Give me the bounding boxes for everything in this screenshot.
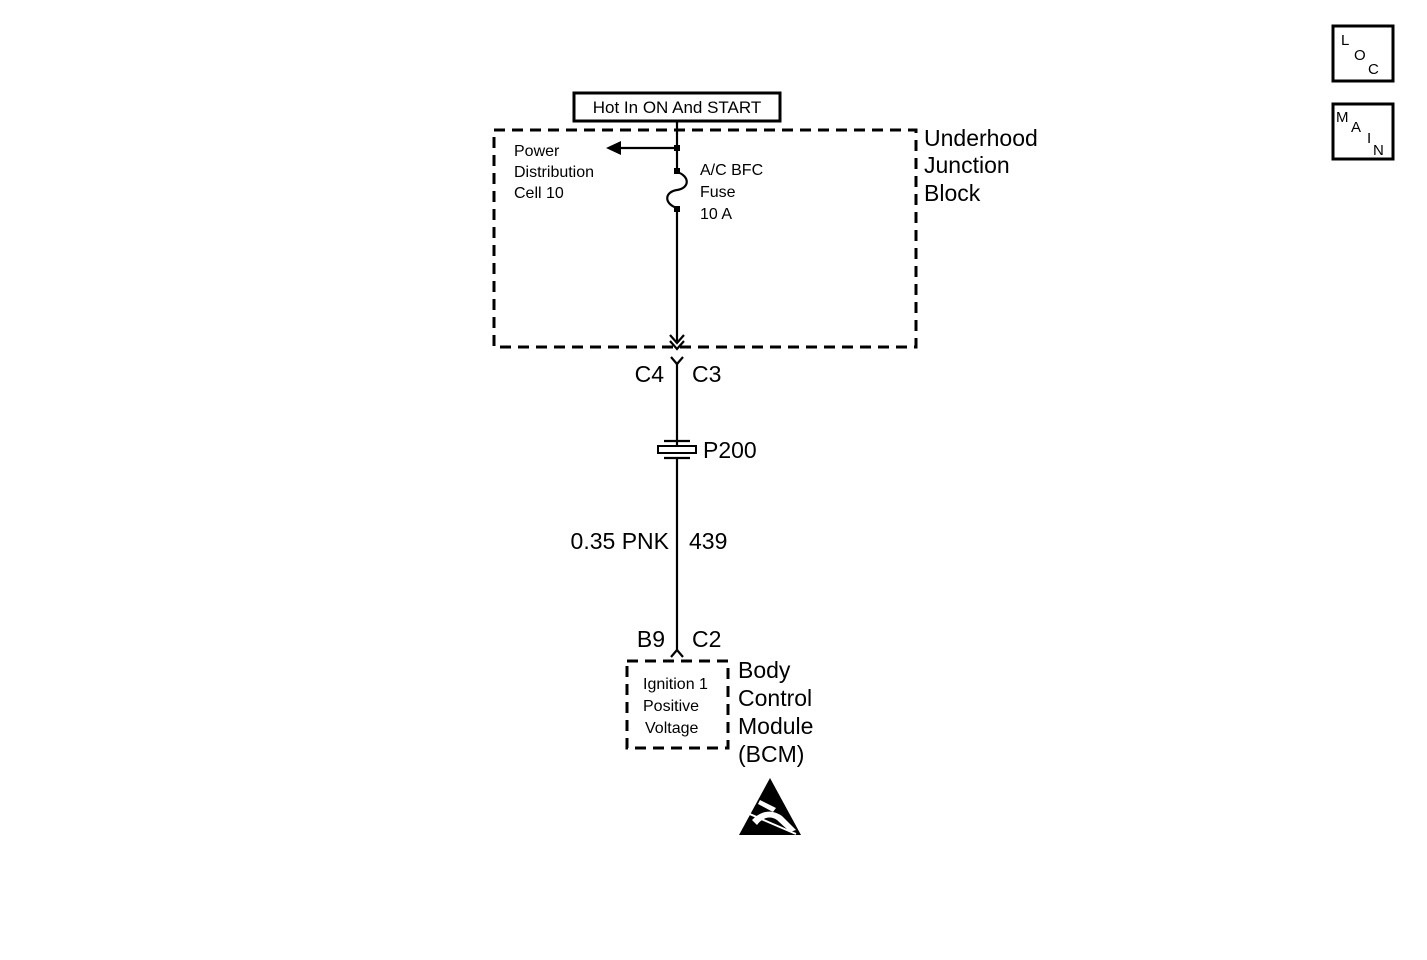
main-button[interactable]: M A I N [1331,102,1395,161]
svg-text:Control: Control [738,685,812,711]
fuse-symbol [666,170,688,210]
svg-text:Positive: Positive [643,698,699,715]
svg-text:N: N [1373,142,1384,159]
svg-text:C: C [1368,61,1379,78]
bcm-name: Body Control Module (BCM) [738,657,813,767]
arrow-left-icon [606,141,621,155]
loc-button[interactable]: L O C [1331,24,1395,83]
svg-text:M: M [1336,109,1349,126]
power-distribution-label: Power Distribution Cell 10 [514,143,594,202]
arrow-down-icon [669,334,685,345]
underhood-junction-block-name: Underhood Junction Block [924,125,1038,206]
splice-pack: P200 [657,437,757,463]
splice-pack-label: P200 [703,437,757,463]
svg-text:Block: Block [924,180,981,206]
svg-text:Junction: Junction [924,152,1010,178]
svg-text:Power: Power [514,143,560,160]
lower-connector: B9 C2 [637,626,721,658]
esd-warning-icon [739,778,801,835]
fuse-label: A/C BFC Fuse 10 A [700,162,763,223]
bcm-input-label: Ignition 1 Positive Voltage [643,676,708,737]
svg-text:(BCM): (BCM) [738,741,804,767]
junction-block-wiring [606,121,688,351]
wire-circuit-number: 439 [689,528,727,554]
svg-text:Cell 10: Cell 10 [514,185,564,202]
power-source: Hot In ON And START [572,91,782,123]
svg-text:A: A [1351,119,1361,136]
connector-b9-label: B9 [637,626,665,652]
wire-size-color: 0.35 PNK [571,528,670,554]
svg-text:Underhood: Underhood [924,125,1038,151]
power-source-label: Hot In ON And START [593,98,762,117]
connector-c2-label: C2 [692,626,721,652]
svg-text:I: I [1367,130,1371,147]
svg-text:Body: Body [738,657,791,683]
bcm-outline [625,659,730,750]
svg-text:Fuse: Fuse [700,184,736,201]
connector-c4-label: C4 [635,361,665,387]
svg-text:O: O [1354,47,1366,64]
svg-text:Ignition 1: Ignition 1 [643,676,708,693]
svg-text:10 A: 10 A [700,206,732,223]
upper-connector: C4 C3 [635,356,721,447]
underhood-junction-block-outline [492,128,918,349]
svg-text:Module: Module [738,713,813,739]
svg-text:Distribution: Distribution [514,164,594,181]
svg-text:Voltage: Voltage [645,720,698,737]
connector-c3-label: C3 [692,361,721,387]
svg-text:A/C BFC: A/C BFC [700,162,763,179]
circuit-wire: 0.35 PNK 439 [571,458,727,650]
svg-text:L: L [1341,32,1349,49]
